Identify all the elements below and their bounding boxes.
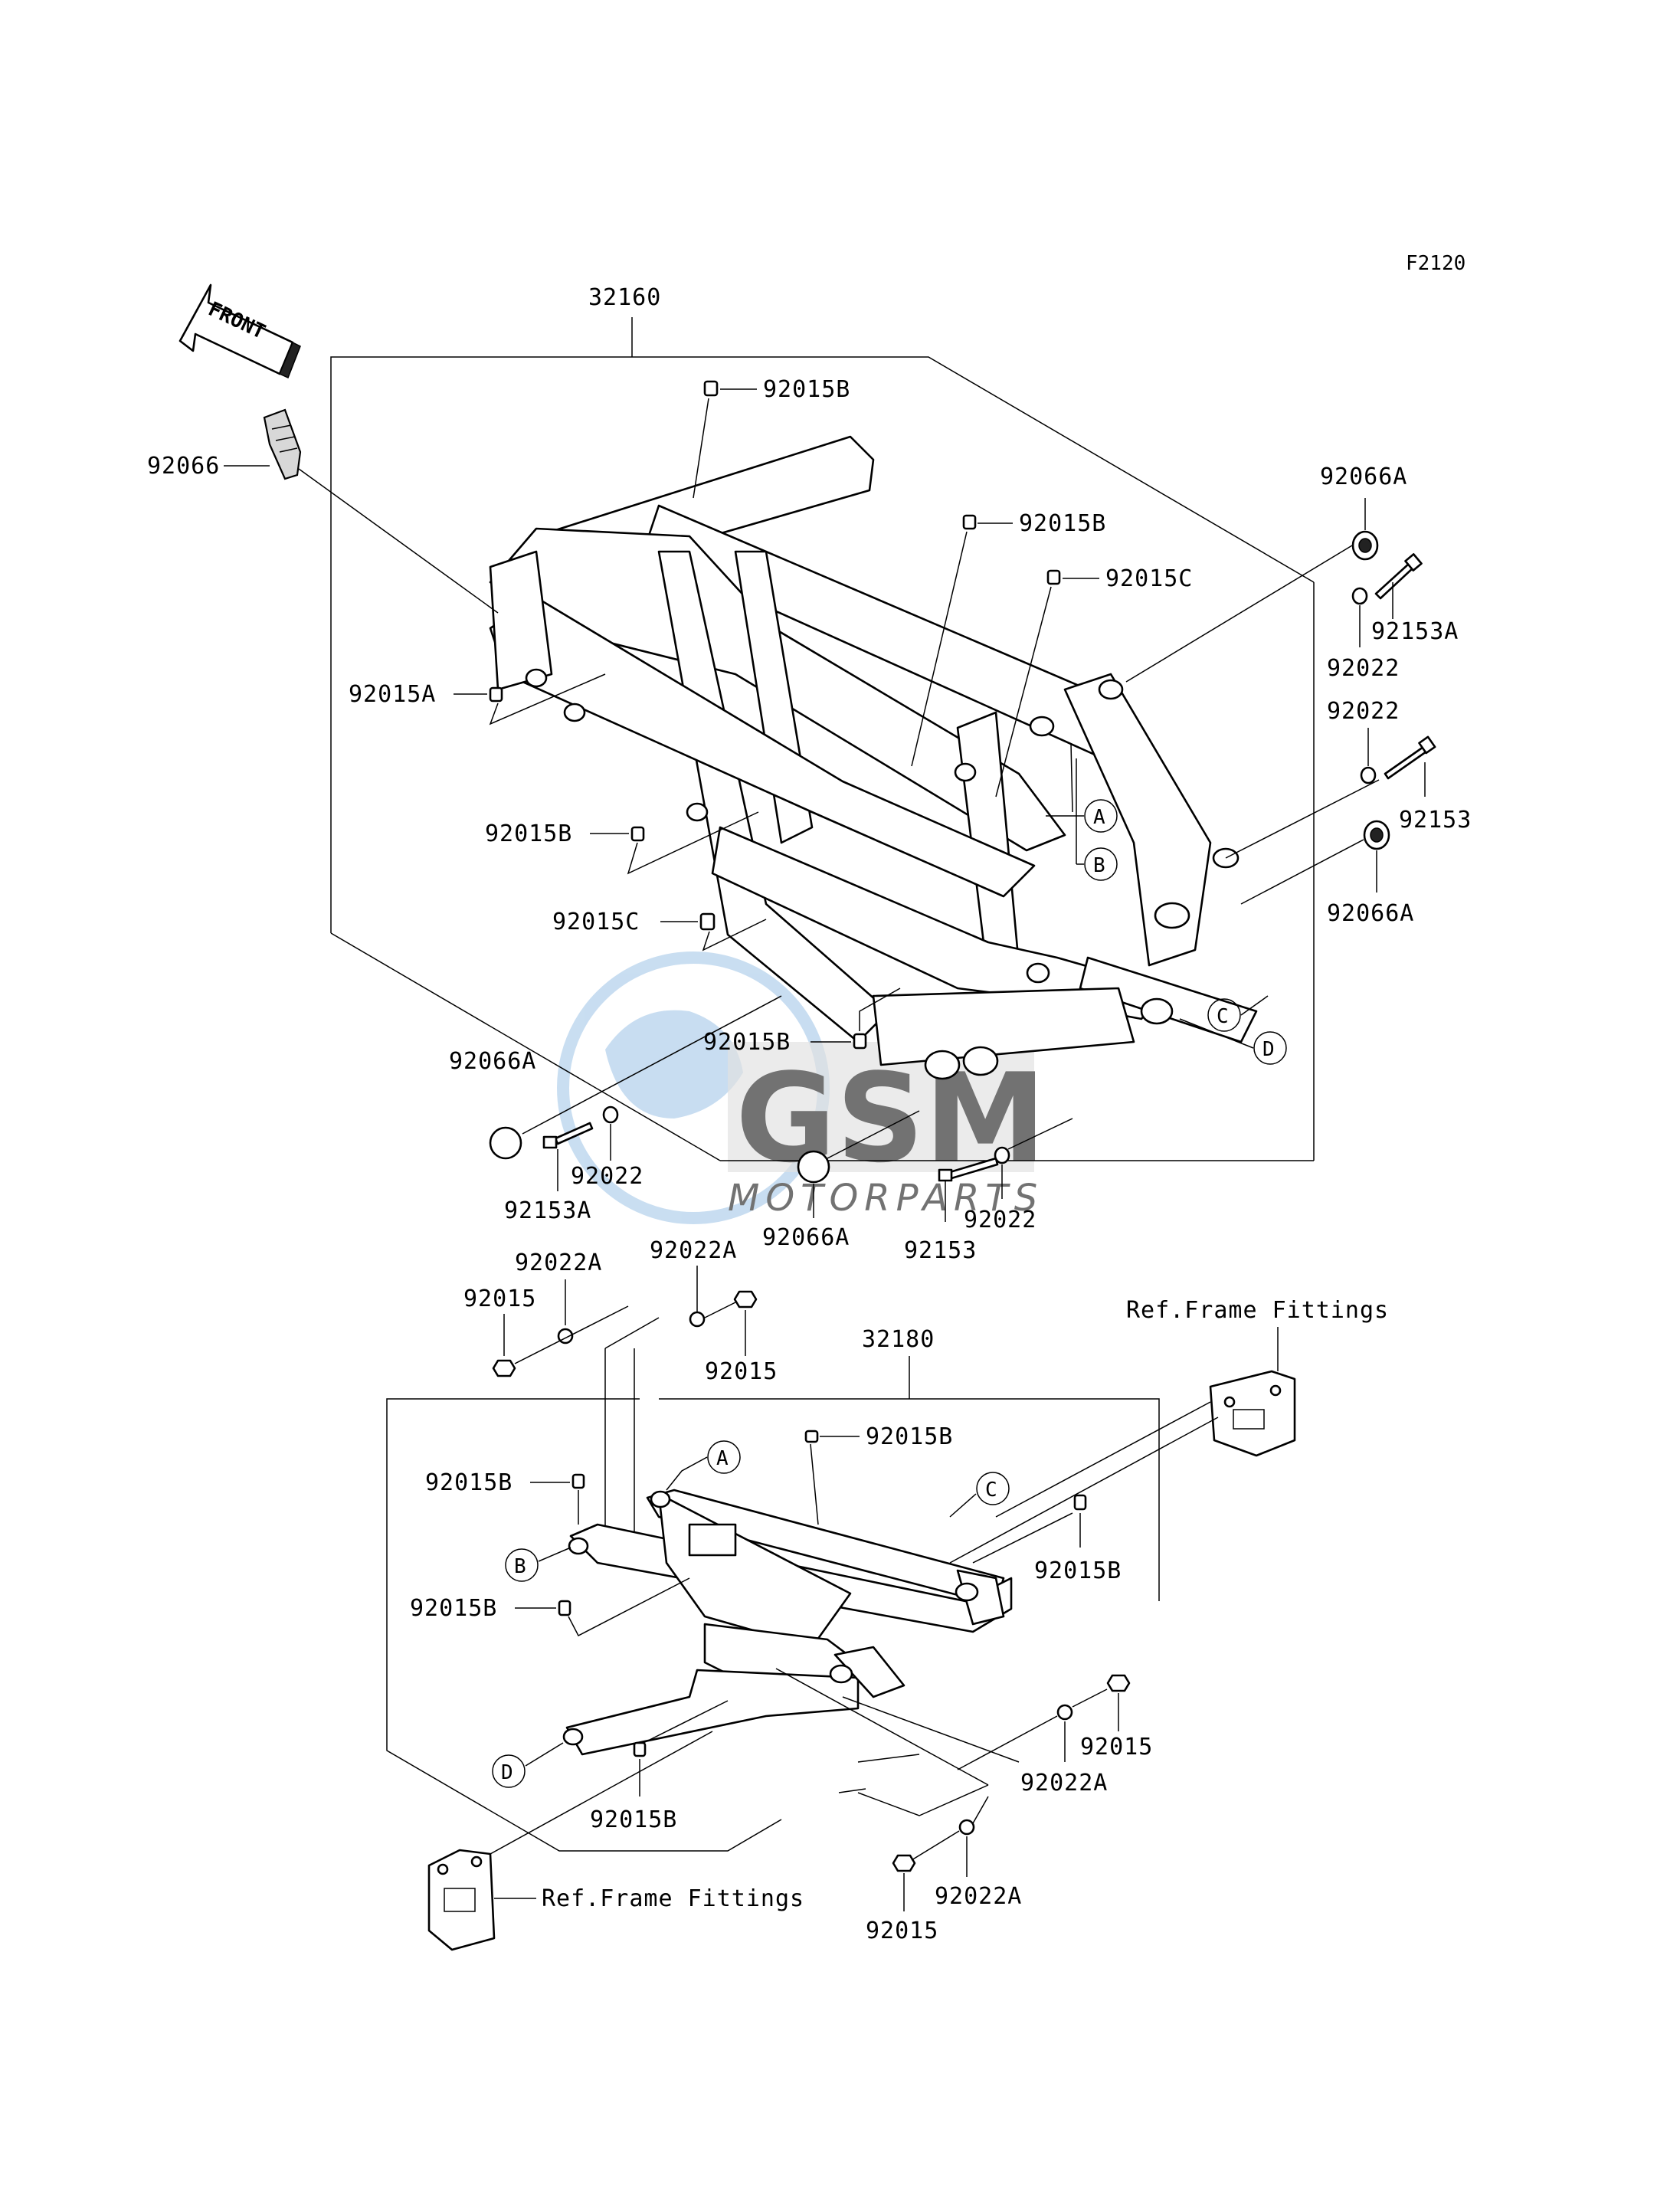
plug-92015C-2-icon <box>699 912 716 931</box>
frame-fitting-1-icon <box>1209 1370 1296 1457</box>
label-92015-3: 92015 <box>1080 1734 1153 1760</box>
label-92022A-3: 92022A <box>1020 1770 1108 1797</box>
ref-circle-a-main: A <box>1084 799 1118 833</box>
ref-circle-d-sub: D <box>492 1754 526 1788</box>
svg-text:C: C <box>1217 1005 1229 1028</box>
plug-92015C-1-icon <box>1046 569 1061 585</box>
plug-92015B-8-icon <box>558 1600 571 1616</box>
label-92066A-2: 92066A <box>1327 900 1414 927</box>
plug-92015B-6-icon <box>571 1473 585 1489</box>
label-92015B-7: 92015B <box>1034 1557 1122 1584</box>
label-92022A-4: 92022A <box>935 1883 1022 1910</box>
label-92015B-9: 92015B <box>590 1806 677 1833</box>
ref-circle-b-sub: B <box>505 1548 539 1582</box>
bolt-92153-1-icon <box>1384 735 1436 780</box>
svg-text:B: B <box>514 1555 526 1578</box>
cap-92066A-3-icon <box>489 1126 522 1160</box>
label-92022-1: 92022 <box>1327 655 1400 682</box>
ref-circle-c-sub: C <box>976 1472 1010 1505</box>
nut-92015-2-icon <box>733 1290 758 1308</box>
label-92015B-3: 92015B <box>485 820 572 847</box>
bolt-92153A-2-icon <box>542 1122 594 1149</box>
ref-circle-c-main: C <box>1207 998 1241 1032</box>
frame-main-outline <box>330 317 1315 1161</box>
label-92066: 92066 <box>147 453 220 480</box>
label-92015-1: 92015 <box>463 1286 536 1312</box>
label-92015C-2: 92015C <box>552 909 640 935</box>
ref-circle-a-sub: A <box>707 1440 741 1474</box>
sub-frame-drawing <box>562 1489 1013 1756</box>
washer-92022A-4-icon <box>958 1819 975 1836</box>
plug-92015B-5-icon <box>804 1430 819 1443</box>
plug-92015B-7-icon <box>1073 1494 1087 1511</box>
plug-92015A-icon <box>489 686 503 703</box>
label-32180: 32180 <box>862 1326 935 1353</box>
svg-text:D: D <box>1262 1038 1275 1061</box>
washer-92022-3-icon <box>602 1105 619 1124</box>
washer-92022-4-icon <box>994 1146 1010 1164</box>
plug-92015B-3-icon <box>630 826 645 842</box>
bolt-92153-2-icon <box>938 1157 999 1182</box>
nut-92015-1-icon <box>492 1359 516 1377</box>
label-92022-4: 92022 <box>964 1207 1036 1233</box>
washer-92022-2-icon <box>1360 766 1377 784</box>
label-92015-4: 92015 <box>866 1918 938 1944</box>
frame-sub-outline <box>386 1317 1160 1852</box>
svg-text:D: D <box>501 1761 513 1784</box>
label-92066A-4: 92066A <box>762 1224 850 1251</box>
label-ref-frame-fittings-2: Ref.Frame Fittings <box>542 1885 804 1912</box>
watermark-brand: GSM <box>735 1046 1046 1190</box>
label-92015B-8: 92015B <box>410 1595 497 1622</box>
label-92015B-2: 92015B <box>1019 510 1106 537</box>
label-92153-1: 92153 <box>1399 807 1472 834</box>
frame-fitting-2-icon <box>427 1849 496 1951</box>
bolt-92153A-1-icon <box>1374 553 1423 600</box>
ref-circle-b-main: B <box>1084 847 1118 881</box>
svg-text:A: A <box>716 1447 729 1470</box>
label-92015A: 92015A <box>349 681 436 708</box>
label-92153A-1: 92153A <box>1371 618 1459 645</box>
label-92015B-5: 92015B <box>866 1423 953 1450</box>
label-92015C-1: 92015C <box>1105 565 1193 592</box>
label-92015B-1: 92015B <box>763 376 850 403</box>
grommet-92066-icon <box>263 408 302 480</box>
nut-92015-3-icon <box>1106 1674 1131 1692</box>
svg-text:C: C <box>985 1479 997 1502</box>
label-92022A-2: 92022A <box>650 1237 737 1264</box>
cap-92066A-2-icon <box>1363 820 1390 850</box>
label-92022-3: 92022 <box>571 1163 644 1190</box>
cap-92066A-1-icon <box>1351 530 1379 561</box>
washer-92022-1-icon <box>1351 587 1368 605</box>
label-92066A-3: 92066A <box>449 1048 536 1075</box>
label-92066A-1: 92066A <box>1320 463 1407 490</box>
label-92015B-6: 92015B <box>425 1469 513 1496</box>
plug-92015B-1-icon <box>703 380 719 397</box>
watermark-sub: MOTORPARTS <box>728 1177 1043 1220</box>
main-frame-drawing <box>489 435 1258 1080</box>
plug-92015B-2-icon <box>962 514 977 530</box>
svg-text:B: B <box>1093 854 1105 877</box>
label-92022A-1: 92022A <box>515 1250 602 1276</box>
plug-92015B-4-icon <box>853 1033 867 1050</box>
plug-92015B-9-icon <box>633 1741 647 1757</box>
label-92022-2: 92022 <box>1327 698 1400 725</box>
label-32160: 32160 <box>588 284 661 311</box>
label-92153A-2: 92153A <box>504 1197 591 1224</box>
front-arrow-icon: FRONT <box>178 283 301 379</box>
washer-92022A-2-icon <box>689 1311 706 1328</box>
washer-92022A-3-icon <box>1056 1704 1073 1721</box>
label-92153-2-text: 92153 <box>904 1237 977 1264</box>
label-92015B-4: 92015B <box>703 1029 791 1056</box>
label-92015-2: 92015 <box>705 1358 778 1385</box>
figure-code: F2120 <box>1406 252 1465 275</box>
ref-circle-d-main: D <box>1253 1031 1287 1065</box>
cap-92066A-4-icon <box>797 1150 830 1184</box>
label-ref-frame-fittings-1: Ref.Frame Fittings <box>1126 1297 1389 1324</box>
svg-text:A: A <box>1093 806 1105 829</box>
nut-92015-4-icon <box>892 1854 916 1872</box>
